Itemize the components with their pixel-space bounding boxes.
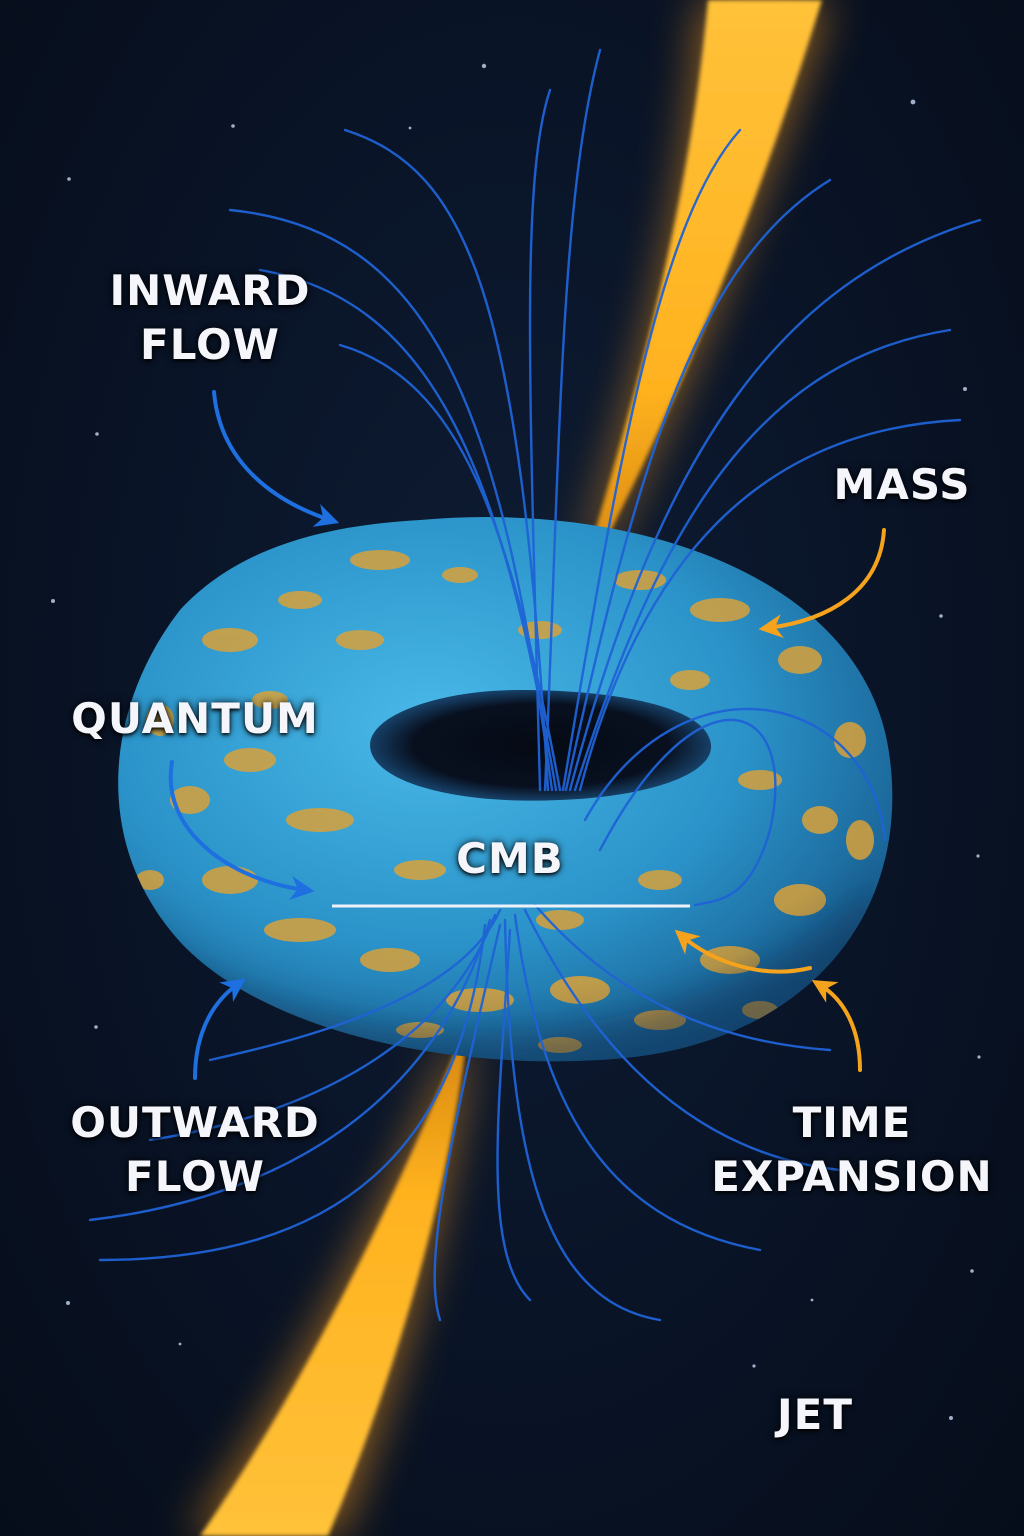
jet-bottom (190, 1040, 470, 1536)
torus-body (118, 517, 893, 1062)
quantum-arrow (168, 760, 315, 900)
label-inward-flow: INWARD FLOW (109, 266, 311, 369)
label-quantum: QUANTUM (71, 694, 319, 743)
label-mass: MASS (833, 460, 971, 509)
starfield (51, 63, 981, 1420)
inward-flow-arrow (212, 390, 340, 527)
jet-top (585, 0, 830, 560)
mass-arrow (758, 528, 886, 639)
label-cmb: CMB (456, 834, 564, 883)
label-time-expansion: TIME EXPANSION (711, 1098, 993, 1201)
time-expansion-arrow-2 (811, 980, 862, 1072)
time-expansion-arrow-1 (674, 929, 812, 974)
annotation-arrows (168, 390, 886, 1080)
outward-flow-arrow (193, 978, 246, 1080)
field-lines (88, 48, 982, 1322)
label-jet: JET (777, 1390, 853, 1439)
label-outward-flow: OUTWARD FLOW (70, 1098, 320, 1201)
